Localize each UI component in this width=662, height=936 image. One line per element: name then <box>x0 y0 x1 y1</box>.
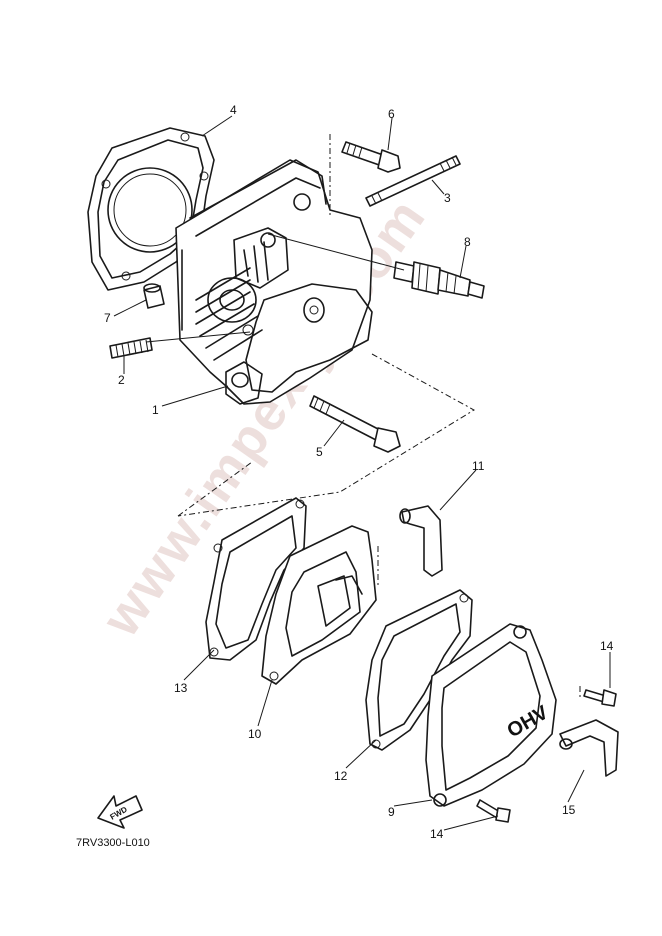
callout-14-upper: 14 <box>600 639 614 653</box>
cover-bolt-lower <box>476 799 511 823</box>
callout-7: 7 <box>104 311 111 325</box>
callout-10: 10 <box>248 727 262 741</box>
assembly-guides-upper <box>177 134 475 517</box>
cylinder-head <box>175 159 373 405</box>
callout-11: 11 <box>472 459 485 473</box>
spark-plug <box>393 261 485 299</box>
breather-plate <box>261 525 377 685</box>
head-gasket <box>87 127 215 291</box>
callout-labels: 4 6 3 8 7 2 1 5 11 13 10 12 9 14 15 14 <box>104 103 614 841</box>
callout-13: 13 <box>174 681 188 695</box>
cover-bolt-upper <box>583 689 617 707</box>
callout-3: 3 <box>444 191 451 205</box>
callout-8: 8 <box>464 235 471 249</box>
assembly-guides-lower <box>377 546 581 700</box>
callout-1: 1 <box>152 403 159 417</box>
fwd-arrow-icon: FWD <box>97 795 143 829</box>
callout-14-lower: 14 <box>430 827 444 841</box>
callout-5: 5 <box>316 445 323 459</box>
callout-15: 15 <box>562 803 576 817</box>
leader-lines <box>113 115 611 831</box>
callout-2: 2 <box>118 373 125 387</box>
cylinder-head-cover: OHV <box>425 623 557 807</box>
callout-4: 4 <box>230 103 237 117</box>
breather-gasket <box>205 497 307 661</box>
stud-bolt <box>109 337 153 359</box>
flange-bolt-bottom <box>309 395 401 453</box>
callout-6: 6 <box>388 107 395 121</box>
hose-clamp-bracket <box>559 719 619 777</box>
flange-bolt-top <box>341 141 401 173</box>
callout-12: 12 <box>334 769 348 783</box>
breather-hose <box>399 505 443 577</box>
callout-9: 9 <box>388 805 395 819</box>
long-stud-bolt <box>365 155 461 207</box>
reference-code: 7RV3300-L010 <box>76 837 150 849</box>
dowel-pin <box>143 283 165 309</box>
